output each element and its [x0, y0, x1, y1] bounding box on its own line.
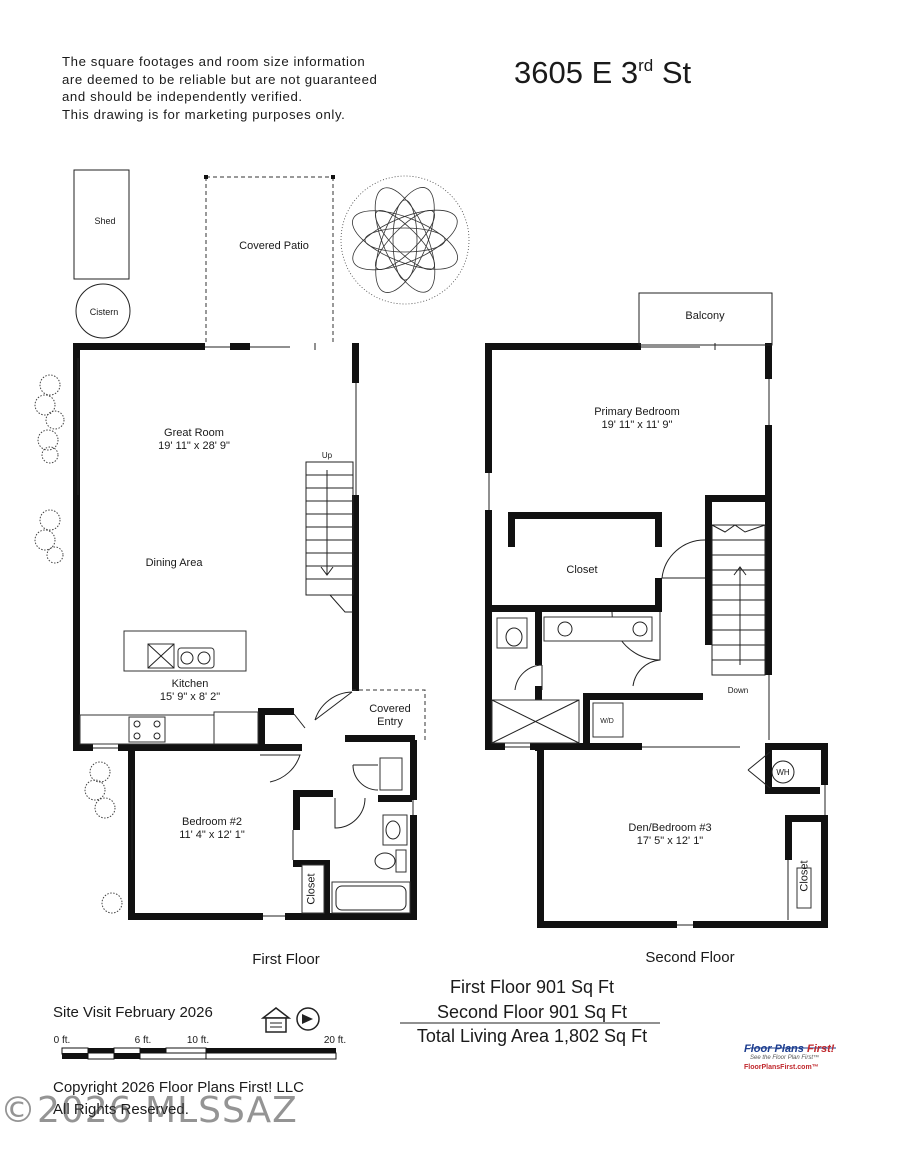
address-ordinal: rd — [638, 56, 654, 75]
second-floor-bath — [491, 616, 812, 909]
room-name: Great Room — [164, 427, 224, 439]
shed-label: Shed — [94, 216, 116, 226]
first-floor-sqft: First Floor 901 Sq Ft — [449, 977, 615, 997]
covered-patio-label: Covered Patio — [239, 240, 309, 252]
covered-patio — [204, 175, 335, 345]
site-visit-date: Site Visit February 2026 — [53, 1004, 213, 1021]
covered-entry-outline — [352, 689, 426, 740]
first-floor-doors — [260, 691, 379, 829]
room-size: 19' 11" x 28' 9" — [158, 440, 230, 452]
dining-area-label: Dining Area — [145, 557, 203, 569]
room-size: 11' 4" x 12' 1" — [179, 829, 245, 841]
room-size: 19' 11" x 11' 9" — [601, 419, 673, 431]
room-name: Den/Bedroom #3 — [628, 822, 712, 834]
scale-tick-label: 6 ft. — [134, 1035, 152, 1046]
closet-label-den: Closet — [798, 860, 811, 892]
logo-tagline: See the Floor Plan First™ — [750, 1055, 820, 1061]
shrub-icon — [34, 374, 123, 914]
stairs-down-label: Down — [727, 686, 749, 695]
second-floor-sqft: Second Floor 901 Sq Ft — [436, 1002, 628, 1022]
bedroom-2-label: Bedroom #2 11' 4" x 12' 1" — [179, 816, 245, 842]
floor-plans-first-logo: Floor Plans First! See the Floor Plan Fi… — [744, 1043, 844, 1071]
second-floor-windows — [488, 343, 826, 926]
address-main: 3605 E 3 — [514, 55, 639, 90]
great-room-label: Great Room 19' 11" x 28' 9" — [158, 427, 230, 453]
washer-dryer-label: W/D — [600, 718, 614, 725]
cistern — [75, 283, 131, 339]
scale-tick-label: 0 ft. — [53, 1035, 71, 1046]
disclaimer-line: This drawing is for marketing purposes o… — [62, 106, 346, 122]
cistern-label: Cistern — [89, 307, 119, 317]
scale-tick-label: 20 ft. — [323, 1035, 347, 1046]
stairs-up — [305, 461, 354, 613]
logo-name: Floor Plans First! — [744, 1043, 844, 1055]
shed — [73, 169, 130, 280]
scale-bar — [61, 1047, 337, 1060]
property-address: 3605 E 3rd St — [514, 55, 691, 91]
room-name: Bedroom #2 — [182, 816, 242, 828]
first-floor-bath — [301, 757, 411, 914]
stairs-down — [711, 524, 766, 676]
copyright: Copyright 2026 Floor Plans First! LLC Al… — [53, 1077, 304, 1121]
first-floor-label: First Floor — [252, 951, 320, 968]
covered-entry-line: Entry — [377, 716, 403, 728]
logo-name-b: First! — [806, 1043, 835, 1055]
second-floor-doors — [514, 539, 771, 789]
mls-watermark: ©2026 MLSSAZ — [0, 1090, 298, 1131]
covered-entry-label: Covered Entry — [369, 703, 411, 729]
accessibility-icon — [296, 1007, 320, 1031]
room-name: Kitchen — [171, 678, 209, 690]
primary-bedroom-label: Primary Bedroom 19' 11" x 11' 9" — [594, 406, 680, 432]
room-name: Primary Bedroom — [594, 406, 680, 418]
logo-url: FloorPlansFirst.com™ — [744, 1064, 819, 1071]
den-bedroom-3-label: Den/Bedroom #3 17' 5" x 12' 1" — [628, 822, 711, 848]
address-suffix: St — [653, 55, 692, 90]
room-size: 17' 5" x 12' 1" — [636, 835, 704, 847]
disclaimer-line: are deemed to be reliable but are not gu… — [62, 71, 378, 87]
copyright-line: Copyright 2026 Floor Plans First! LLC — [53, 1079, 304, 1096]
disclaimer-line: The square footages and room size inform… — [62, 54, 366, 69]
balcony — [638, 292, 773, 346]
closet-label-first-floor: Closet — [305, 873, 318, 905]
closet-label-primary: Closet — [566, 564, 598, 576]
first-floor-windows — [77, 343, 414, 917]
water-heater-label: WH — [776, 768, 790, 777]
logo-name-a: Floor Plans — [744, 1043, 807, 1055]
kitchen-fixtures — [79, 630, 259, 745]
total-living-area: Total Living Area 1,802 Sq Ft — [416, 1026, 648, 1046]
equal-housing-icon — [260, 1007, 292, 1033]
tree-icon — [340, 175, 470, 305]
balcony-label: Balcony — [685, 310, 725, 322]
disclaimer-line: and should be independently verified. — [62, 89, 303, 104]
stairs-up-label: Up — [321, 451, 333, 460]
kitchen-label: Kitchen 15' 9" x 8' 2" — [160, 678, 220, 704]
second-floor-label: Second Floor — [645, 949, 735, 966]
scale-tick-label: 10 ft. — [186, 1035, 210, 1046]
copyright-line: All Rights Reserved. — [53, 1101, 189, 1118]
room-size: 15' 9" x 8' 2" — [159, 691, 221, 703]
covered-entry-line: Covered — [369, 703, 411, 715]
disclaimer: The square footages and room size inform… — [62, 53, 392, 123]
